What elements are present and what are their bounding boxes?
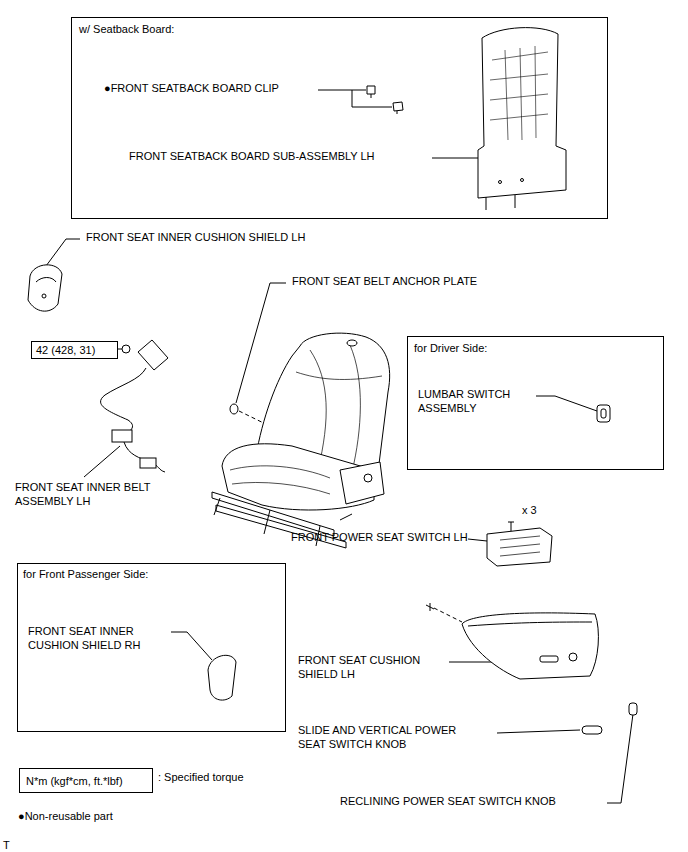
part-name: FRONT SEAT INNER CUSHION SHIELD LH	[86, 230, 305, 244]
seatback-board	[478, 28, 566, 198]
seatback-board	[515, 195, 516, 208]
cushion-shield	[426, 603, 598, 679]
leader-line	[46, 239, 80, 266]
front-seat	[212, 333, 390, 548]
box-heading: 42 (428, 31)	[36, 343, 95, 357]
leader-line	[318, 90, 392, 107]
lumbar-switch	[601, 409, 606, 418]
switch-knob	[629, 703, 637, 715]
inner-belt	[112, 430, 132, 442]
inner-cushion-shield-rh	[208, 655, 236, 700]
inner-belt	[138, 340, 168, 370]
seatback-board	[499, 181, 502, 184]
front-seat	[364, 474, 372, 482]
front-seat	[230, 466, 330, 494]
power-seat-switch	[500, 536, 540, 556]
front-seat	[340, 462, 384, 504]
inner-cushion-shield	[28, 265, 62, 311]
part-name: ●FRONT SEATBACK BOARD CLIP	[104, 81, 279, 95]
part-name: FRONT SEAT BELT ANCHOR PLATE	[292, 274, 477, 288]
legend-text: : Specified torque	[158, 770, 244, 784]
part-name: FRONT SEAT CUSHION SHIELD LH	[298, 653, 448, 681]
leader-line	[118, 349, 122, 350]
leader-line	[497, 730, 580, 733]
part-name: FRONT POWER SEAT SWITCH LH	[291, 530, 473, 544]
cushion-shield	[426, 603, 434, 611]
power-seat-switch	[487, 528, 552, 566]
box-heading: for Front Passenger Side:	[23, 567, 148, 581]
seatback-board-clip	[367, 86, 375, 98]
inner-cushion-shield	[28, 265, 62, 311]
box-heading: w/ Seatback Board:	[79, 22, 174, 36]
part-name: FRONT SEAT INNER BELT ASSEMBLY LH	[15, 480, 175, 508]
cushion-shield	[569, 653, 577, 661]
lumbar-switch	[597, 405, 610, 422]
inner-cushion-shield-rh	[208, 655, 236, 700]
seatback-board-clip	[367, 86, 403, 114]
leader-line	[536, 396, 597, 411]
part-name: SLIDE AND VERTICAL POWER SEAT SWITCH KNO…	[298, 723, 483, 751]
mark: T	[3, 838, 10, 852]
power-seat-switch	[508, 522, 514, 532]
switch-knob	[582, 703, 637, 734]
cushion-shield	[462, 613, 598, 679]
note: ●Non-reusable part	[18, 809, 113, 823]
cushion-shield	[540, 656, 558, 662]
part-name: RECLINING POWER SEAT SWITCH KNOB	[340, 794, 556, 808]
leader-line	[171, 632, 212, 660]
seatback-board	[490, 46, 548, 140]
lumbar-switch	[597, 405, 610, 422]
leader-line	[352, 90, 366, 91]
variant-box: w/ Seatback Board: ●FRONT SEATBACK BOARD …	[71, 17, 608, 219]
torque-key-box: N*m (kgf*cm, ft.*lbf)	[19, 768, 153, 793]
seatback-board	[478, 28, 566, 210]
part-name: FRONT SEAT INNER CUSHION SHIELD RH	[28, 624, 153, 652]
power-seat-switch	[487, 522, 552, 566]
front-seat	[347, 340, 357, 346]
leader-line	[46, 90, 633, 803]
inner-cushion-shield	[36, 278, 56, 283]
box-heading: for Driver Side:	[414, 341, 487, 355]
inner-cushion-shield	[42, 294, 46, 298]
inner-belt	[124, 442, 165, 472]
inner-belt	[122, 345, 130, 353]
quantity: x 3	[522, 503, 537, 517]
variant-box: for Driver Side: LUMBAR SWITCH ASSEMBLY	[407, 336, 664, 470]
anchor-plate	[230, 404, 238, 414]
leader-line	[607, 714, 633, 803]
box-heading: N*m (kgf*cm, ft.*lbf)	[26, 774, 123, 788]
leader-line	[468, 539, 487, 541]
part-name: LUMBAR SWITCH ASSEMBLY	[418, 387, 538, 415]
seatback-board	[486, 197, 487, 210]
leader-line	[84, 446, 120, 477]
switch-knob	[582, 726, 602, 734]
part-name: FRONT SEATBACK BOARD SUB-ASSEMBLY LH	[129, 149, 375, 163]
cushion-shield	[468, 622, 592, 626]
inner-belt	[101, 340, 168, 472]
torque-box: 42 (428, 31)	[31, 341, 118, 359]
inner-belt	[140, 458, 156, 468]
seatback-board-clip	[393, 102, 403, 114]
leader-line	[432, 158, 480, 159]
seatback-board	[521, 179, 524, 182]
inner-belt	[101, 368, 146, 438]
variant-box: for Front Passenger Side: FRONT SEAT INNE…	[17, 563, 286, 732]
dashed-assembly-line	[434, 608, 462, 622]
